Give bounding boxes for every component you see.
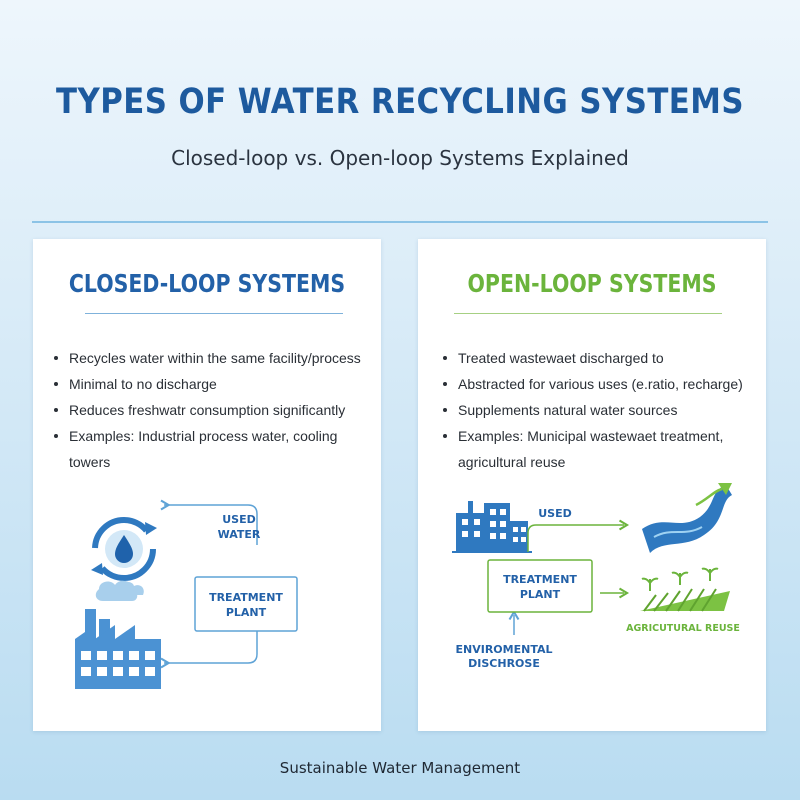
bullet-item: Supplements natural water sources bbox=[440, 397, 762, 423]
crops-icon bbox=[640, 567, 730, 612]
environmental-discharge-label: DISCHROSE bbox=[468, 657, 540, 670]
closed-loop-divider bbox=[85, 313, 343, 314]
bullet-item: Reduces freshwatr consumption significan… bbox=[51, 397, 376, 423]
open-loop-title: OPEN-LOOP SYSTEMS bbox=[467, 269, 717, 298]
treatment-plant-label: TREATMENT bbox=[209, 591, 283, 604]
page-title: TYPES OF WATER RECYCLING SYSTEMS bbox=[56, 82, 744, 122]
used-water-label: USED bbox=[222, 513, 256, 526]
treatment-plant-label: TREATMENT bbox=[503, 573, 577, 586]
bullet-item: Examples: Municipal wastewaet treatment,… bbox=[440, 423, 762, 475]
open-loop-panel: OPEN-LOOP SYSTEMS Treated wastewaet disc… bbox=[418, 239, 766, 731]
footer-caption: Sustainable Water Management bbox=[279, 759, 521, 777]
header-divider bbox=[32, 221, 768, 223]
closed-loop-title: CLOSED-LOOP SYSTEMS bbox=[68, 269, 346, 298]
treatment-plant-label: PLANT bbox=[520, 588, 561, 601]
closed-loop-panel: CLOSED-LOOP SYSTEMS Recycles water withi… bbox=[33, 239, 381, 731]
page-subtitle: Closed-loop vs. Open-loop Systems Explai… bbox=[171, 146, 629, 170]
bullet-item: Abstracted for various uses (e.ratio, re… bbox=[440, 371, 762, 397]
used-water-arrow bbox=[164, 505, 258, 545]
treatment-plant-box bbox=[487, 559, 593, 613]
factory-icon bbox=[75, 580, 161, 689]
open-loop-bullet-list: Treated wastewaet discharged to Abstract… bbox=[440, 345, 762, 475]
treatment-plant-label: PLANT bbox=[226, 606, 267, 619]
city-buildings-icon bbox=[452, 501, 532, 553]
bullet-item: Treated wastewaet discharged to bbox=[440, 345, 762, 371]
closed-loop-diagram: USED WATER TREATMENT PLANT bbox=[75, 239, 298, 689]
open-loop-divider bbox=[454, 313, 722, 314]
return-arrow bbox=[164, 631, 258, 663]
river-icon bbox=[642, 483, 732, 553]
open-loop-diagram: USED TREATMENT PLANT ENVIROMENTAL DISCHR… bbox=[452, 483, 740, 670]
agricultural-reuse-label: AGRICUTURAL REUSE bbox=[626, 623, 740, 634]
recycle-water-icon bbox=[91, 517, 157, 581]
treatment-plant-box bbox=[194, 576, 298, 632]
used-water-label: WATER bbox=[218, 528, 261, 541]
environmental-discharge-label: ENVIROMENTAL bbox=[456, 643, 553, 656]
closed-loop-bullet-list: Recycles water within the same facility/… bbox=[51, 345, 376, 475]
used-arrow bbox=[527, 519, 630, 552]
bullet-item: Examples: Industrial process water, cool… bbox=[51, 423, 376, 475]
bullet-item: Recycles water within the same facility/… bbox=[51, 345, 376, 371]
bullet-item: Minimal to no discharge bbox=[51, 371, 376, 397]
used-label: USED bbox=[538, 507, 572, 520]
